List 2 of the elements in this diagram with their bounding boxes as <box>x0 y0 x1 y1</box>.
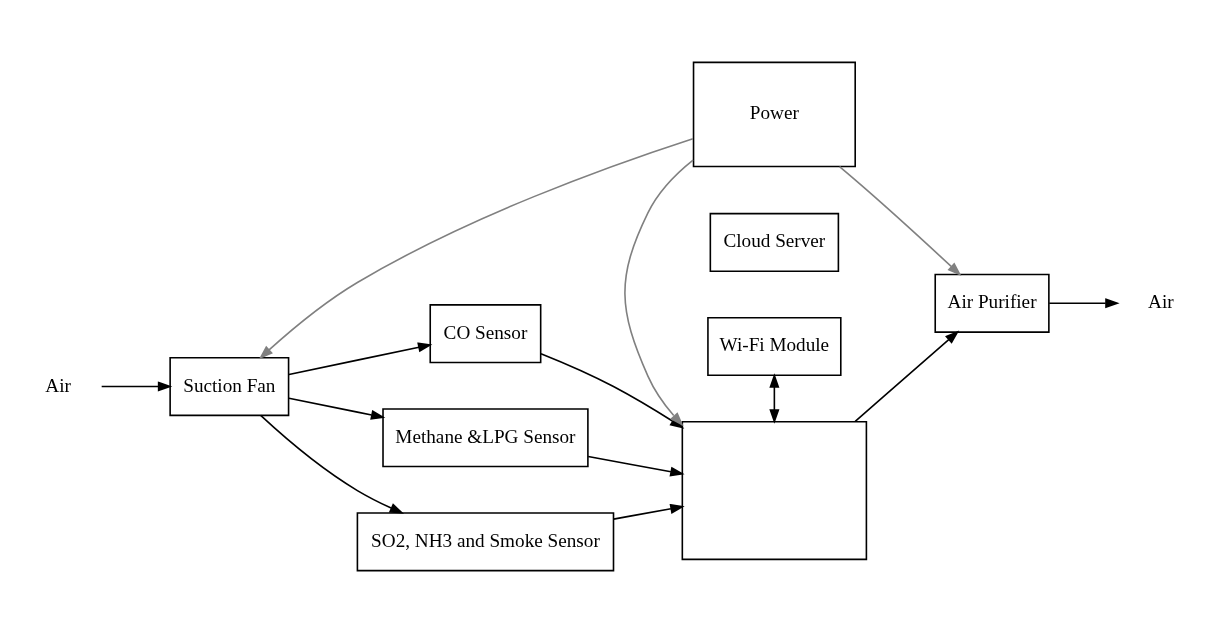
node-text: Air <box>1148 290 1174 312</box>
node-text: Air <box>45 373 71 395</box>
